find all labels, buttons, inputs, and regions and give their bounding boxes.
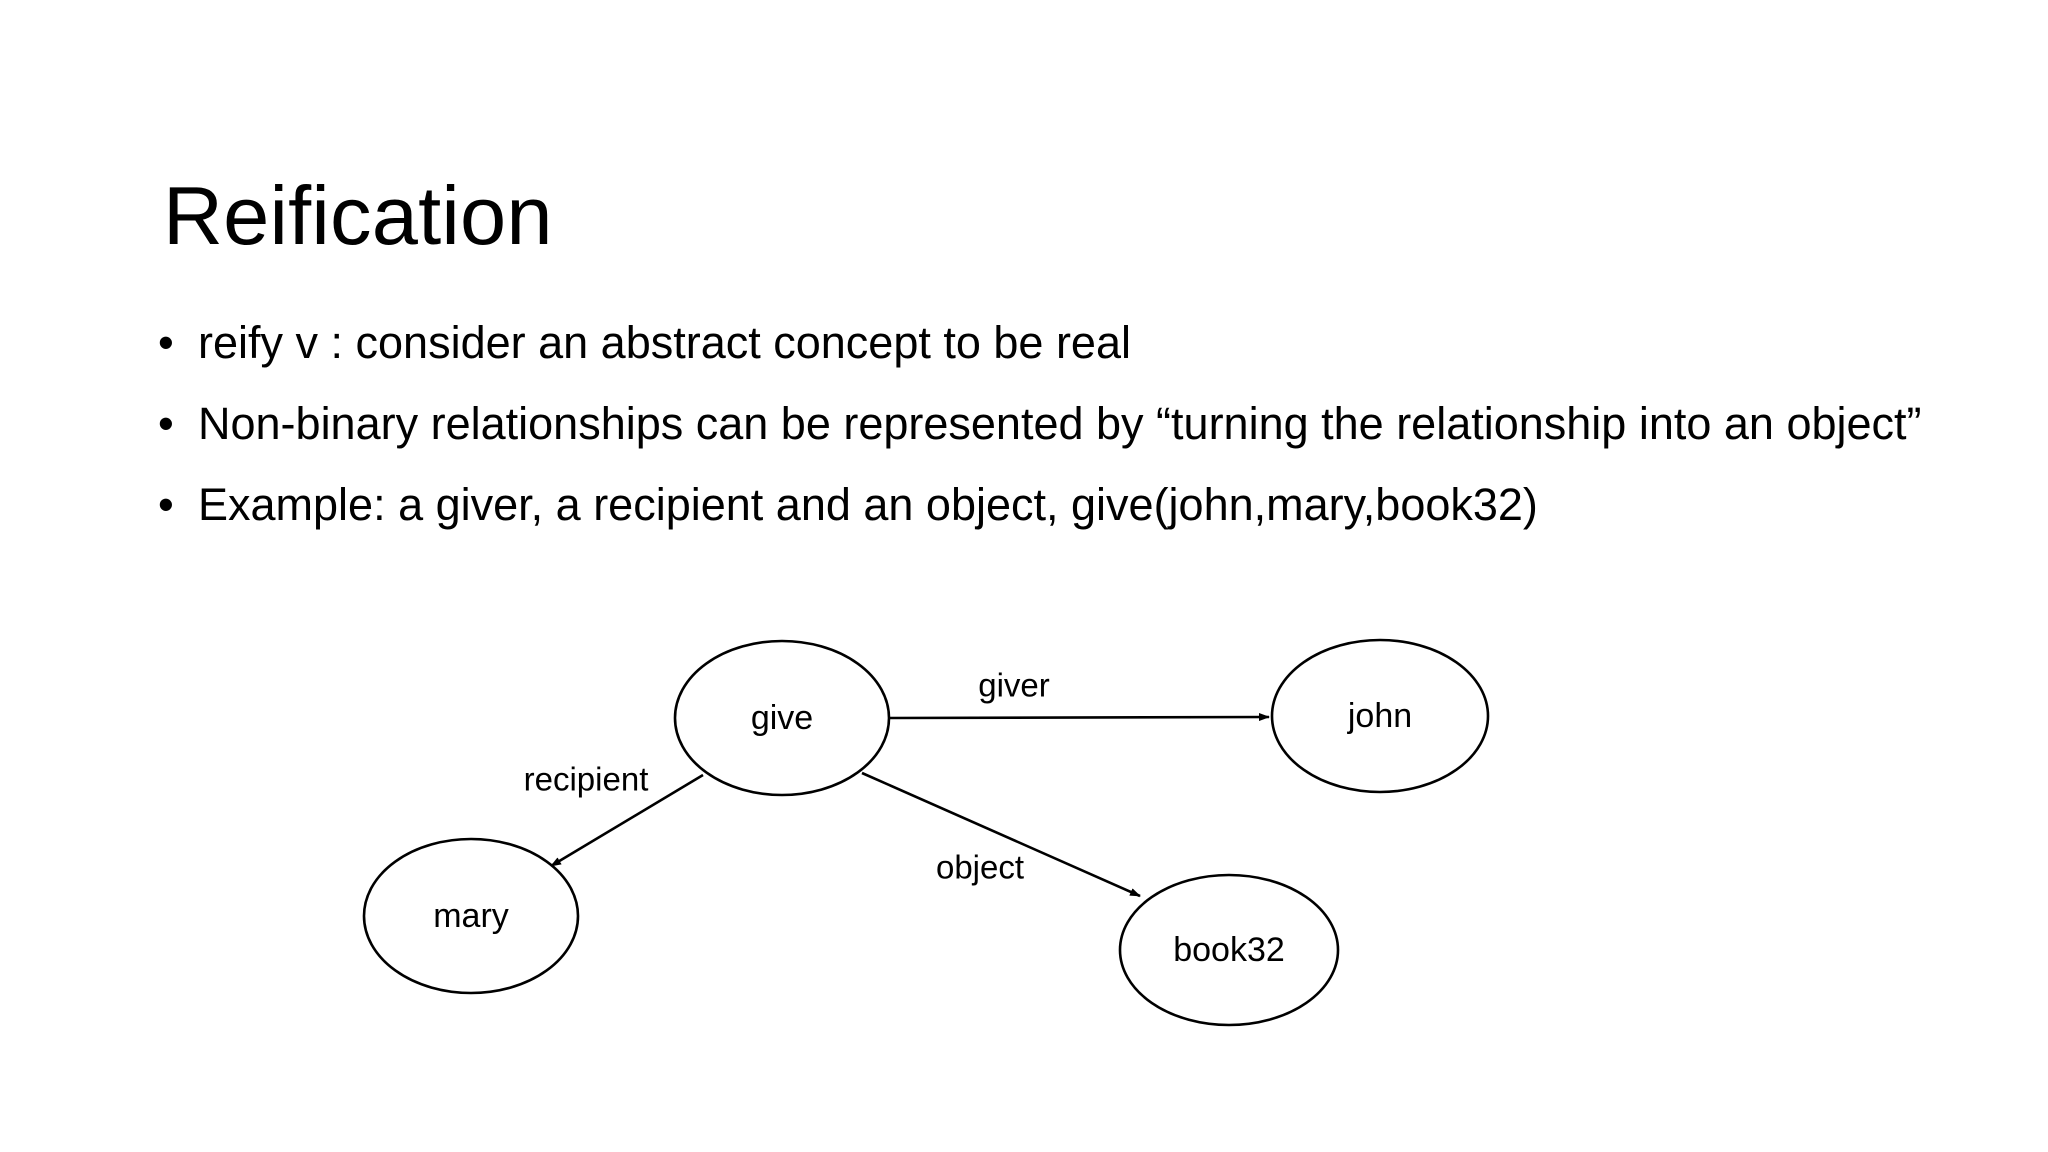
node-give-ellipse bbox=[673, 639, 891, 797]
node-john-ellipse bbox=[1270, 638, 1490, 794]
edge-object: object bbox=[861, 771, 1141, 898]
edge-giver: giver bbox=[888, 667, 1270, 722]
bullet-marker-icon: • bbox=[158, 479, 174, 530]
node-mary-ellipse bbox=[362, 837, 580, 995]
edge-label-recipient: recipient bbox=[524, 761, 649, 798]
bullet-marker-icon: • bbox=[158, 317, 174, 368]
bullet-text: Example: a giver, a recipient and an obj… bbox=[198, 479, 1538, 530]
edge-recipient-line bbox=[550, 773, 704, 868]
node-label-john: john bbox=[1347, 697, 1412, 735]
bullet-marker-icon: • bbox=[158, 398, 174, 449]
node-give: give bbox=[673, 639, 891, 797]
node-mary: mary bbox=[362, 837, 580, 995]
bullet-list: • reify v : consider an abstract concept… bbox=[158, 306, 1928, 549]
node-book32-ellipse bbox=[1118, 873, 1340, 1027]
edge-recipient: recipient bbox=[524, 761, 704, 868]
edge-label-giver: giver bbox=[978, 667, 1050, 704]
node-label-give: give bbox=[751, 699, 813, 737]
edge-giver-line bbox=[888, 713, 1270, 722]
node-john: john bbox=[1270, 638, 1490, 794]
bullet-text: reify v : consider an abstract concept t… bbox=[198, 317, 1131, 368]
edge-label-object: object bbox=[936, 849, 1024, 886]
bullet-text: Non-binary relationships can be represen… bbox=[198, 398, 1922, 449]
list-item: • reify v : consider an abstract concept… bbox=[158, 306, 1928, 380]
node-label-mary: mary bbox=[433, 897, 509, 935]
edge-object-line bbox=[861, 771, 1141, 898]
node-book32: book32 bbox=[1118, 873, 1340, 1027]
page-title: Reification bbox=[163, 168, 553, 262]
list-item: • Example: a giver, a recipient and an o… bbox=[158, 468, 1928, 542]
node-label-book32: book32 bbox=[1173, 931, 1285, 969]
list-item: • Non-binary relationships can be repres… bbox=[158, 387, 1928, 461]
